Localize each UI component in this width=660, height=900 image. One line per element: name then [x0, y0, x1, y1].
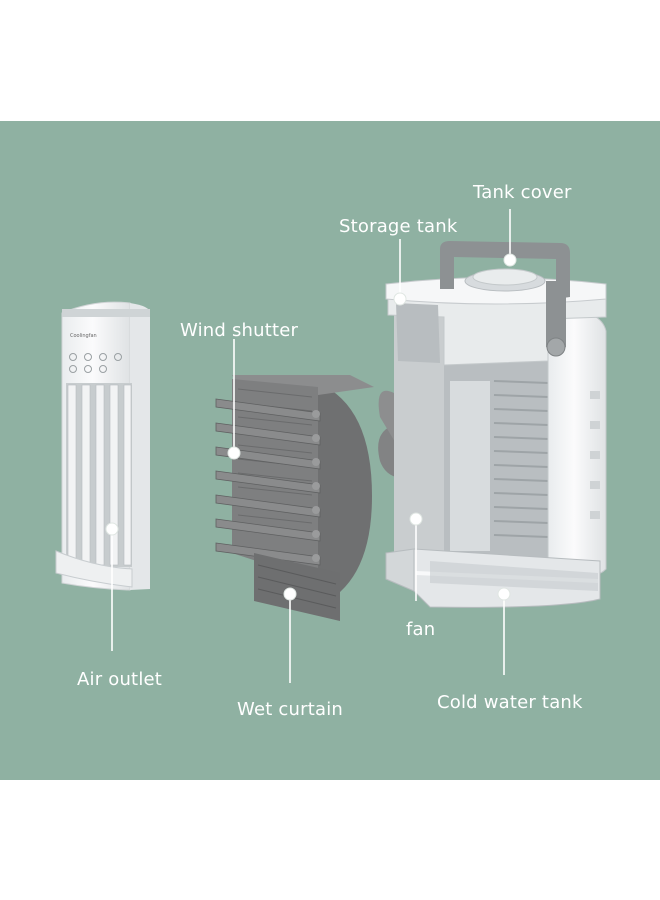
- callout-dot-fan: [409, 512, 423, 526]
- brand-text: Coolingfan: [70, 333, 97, 339]
- label-wind-shutter: Wind shutter: [180, 320, 299, 341]
- main-body: [385, 241, 607, 608]
- callout-dot-wind-shutter: [227, 446, 241, 460]
- callout-dot-wet-curtain: [283, 587, 297, 601]
- label-fan: fan: [406, 619, 436, 640]
- label-tank-cover: Tank cover: [473, 182, 572, 203]
- callout-dot-cold-water-tank: [497, 587, 511, 601]
- label-storage-tank: Storage tank: [339, 216, 458, 237]
- label-cold-water-tank: Cold water tank: [437, 692, 583, 713]
- label-wet-curtain: Wet curtain: [237, 699, 343, 720]
- callout-dots: [105, 253, 517, 601]
- control-buttons: [69, 353, 122, 373]
- callout-dot-tank-cover: [503, 253, 517, 267]
- callout-dot-storage-tank: [393, 292, 407, 306]
- label-air-outlet: Air outlet: [77, 669, 163, 690]
- callout-dot-air-outlet: [105, 522, 119, 536]
- diagram-panel: Coolingfan: [0, 121, 660, 780]
- wet-curtain-assembly: [215, 375, 374, 621]
- leaders: [111, 209, 511, 683]
- front-housing: Coolingfan: [55, 301, 150, 591]
- exploded-view-illustration: Coolingfan: [0, 121, 660, 780]
